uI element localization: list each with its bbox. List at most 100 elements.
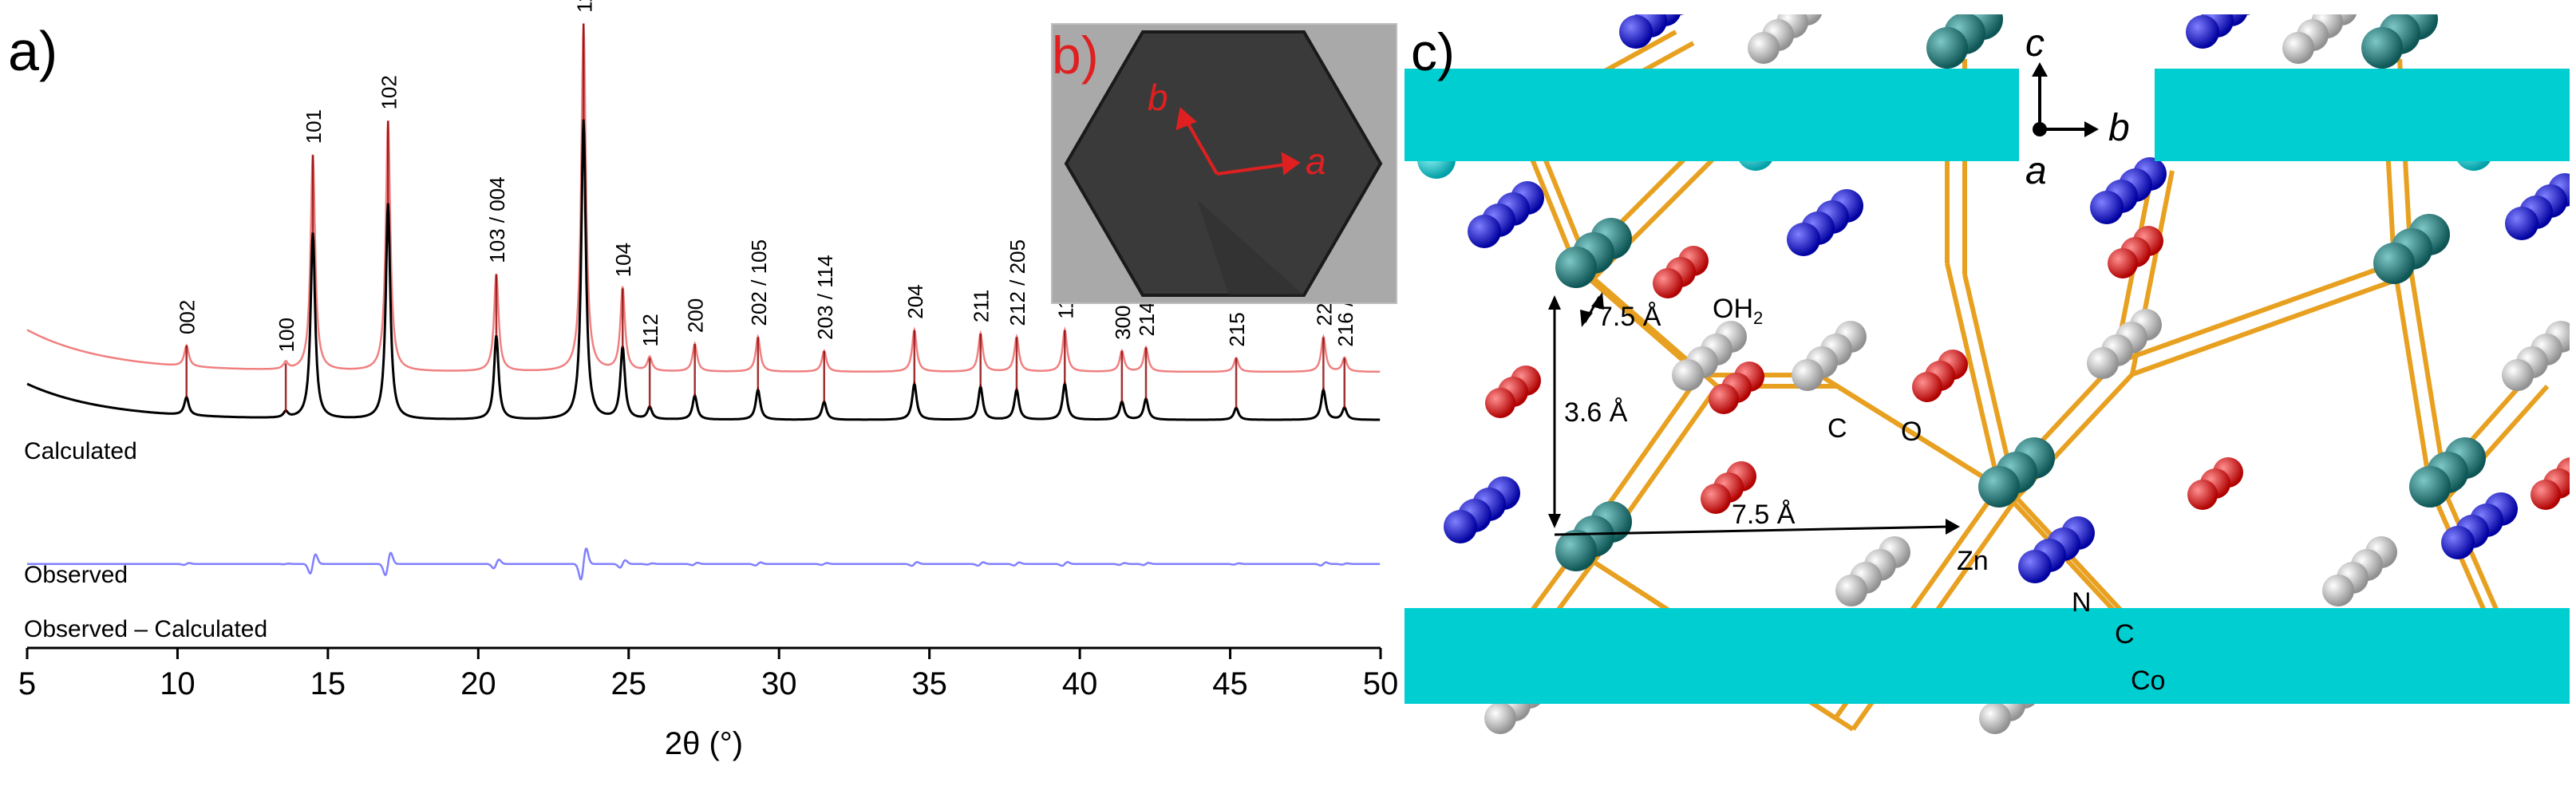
peak-label: 211	[970, 290, 994, 322]
zinc-atom	[2361, 27, 2403, 69]
peak-label: 202 / 105	[747, 239, 771, 326]
oxygen-atom	[1653, 268, 1683, 298]
oxygen-atom	[2108, 248, 2138, 278]
x-tick-label: 10	[160, 666, 196, 701]
carbon-atom	[1748, 32, 1780, 64]
carbon-atom	[1484, 702, 1516, 734]
atom-label-c1: C	[1827, 413, 1847, 444]
zinc-atom	[2373, 243, 2415, 284]
nitrogen-atom	[2018, 550, 2052, 583]
bond	[1574, 265, 1701, 377]
nitrogen-atom	[2090, 191, 2124, 224]
peak-label: 200	[684, 298, 708, 333]
panel-b-label: b)	[1052, 26, 1099, 85]
nitrogen-atom	[1468, 215, 1501, 248]
atom-label-co: Co	[2131, 666, 2165, 696]
series-label-observed: Observed	[24, 562, 128, 588]
crystal-axis-b-label: b	[1148, 77, 1168, 118]
x-tick-label: 15	[310, 666, 346, 701]
x-ticks: 5 10 15 20 25 30 35 40 45 50	[18, 648, 1398, 701]
atom-label-o: O	[1901, 417, 1922, 447]
axis-b-label: b	[2108, 107, 2130, 149]
cobalt-layer-top-right	[2155, 69, 2570, 161]
peak-label: 215	[1225, 312, 1249, 346]
panel-b: b) b a	[1051, 23, 1397, 304]
distance-label-interlayer: 3.6 Å	[1564, 397, 1628, 428]
x-tick-label: 5	[18, 666, 36, 701]
peak-label: 100	[275, 318, 298, 352]
xrd-plot	[26, 23, 1381, 581]
peak-label: 300	[1111, 306, 1135, 340]
x-axis-label: 2θ (°)	[665, 726, 743, 761]
oxygen-atom	[1709, 384, 1739, 414]
atom-label-zn: Zn	[1957, 546, 1989, 576]
peak-label: 002	[176, 300, 200, 334]
axis-c-label: c	[2025, 22, 2045, 65]
peak-label: 103 / 004	[485, 176, 509, 263]
axis-a-dot	[2033, 122, 2047, 136]
nitrogen-atom	[2505, 207, 2538, 240]
carbon-atom	[2502, 359, 2534, 391]
distance-label-zn-zn: 7.5 Å	[1598, 302, 1661, 332]
zinc-atom	[1555, 247, 1597, 288]
x-tick-label: 45	[1212, 666, 1248, 701]
nitrogen-atom	[1619, 15, 1653, 49]
cobalt-layer-bottom	[1405, 608, 2570, 704]
crystal-axes	[1175, 107, 1301, 176]
panel-a-label: a)	[8, 20, 57, 82]
carbon-atom	[1979, 702, 2011, 734]
peak-label: 102	[377, 75, 401, 109]
crystal-shading	[1197, 199, 1304, 295]
atom-label-c2: C	[2115, 619, 2135, 650]
zinc-atom	[1555, 530, 1597, 571]
bond	[1945, 263, 2001, 488]
x-tick-label: 50	[1363, 666, 1399, 701]
distance-label-zn-zn-horizontal: 7.5 Å	[1732, 500, 1796, 530]
nitrogen-atom	[2441, 526, 2475, 559]
nitrogen-atom	[2186, 15, 2219, 49]
carbon-atom	[2282, 32, 2314, 64]
nitrogen-atom	[1673, 14, 1685, 15]
panel-c-label: c)	[1411, 22, 1455, 81]
series-line-calculated	[26, 23, 1381, 373]
oxygen-atom	[2187, 480, 2218, 510]
carbon-atom	[2087, 347, 2119, 379]
carbon-atom	[1835, 575, 1867, 606]
oxygen-atom	[2531, 480, 2561, 510]
peak-label: 110	[572, 0, 596, 13]
atom-label-n: N	[2072, 587, 2092, 618]
atom-label-oh2: OH2	[1713, 294, 1763, 328]
x-tick-label: 25	[611, 666, 647, 701]
axis-a-label: a	[2025, 150, 2047, 192]
peak-label: 101	[302, 109, 326, 144]
peak-label: 203 / 114	[813, 255, 837, 340]
nitrogen-atom	[1444, 510, 1477, 543]
bond	[2113, 261, 2396, 365]
series-line-difference	[27, 547, 1381, 581]
nitrogen-atom	[2240, 14, 2251, 15]
series-line-observed	[26, 119, 1381, 421]
orientation-axes	[2038, 73, 2088, 131]
carbon-atom	[1792, 359, 1823, 391]
peak-label: 112	[638, 314, 662, 346]
series-label-calculated: Calculated	[24, 438, 137, 464]
crystal-axis-a-label: a	[1306, 140, 1326, 182]
bond	[2131, 272, 2413, 377]
oxygen-atom	[1485, 388, 1515, 418]
carbon-atom	[1672, 359, 1704, 391]
panel-c: c) c b a 7.5 Å 3.6 Å 7.5 Å OH2 C O Zn N	[1405, 14, 2570, 734]
series-labels: Calculated Observed Observed – Calculate…	[24, 438, 267, 642]
carbon-atom	[2322, 575, 2354, 606]
nitrogen-atom	[1787, 223, 1820, 256]
x-tick-label: 35	[911, 666, 947, 701]
oxygen-atom	[1701, 484, 1731, 514]
x-tick-label: 40	[1062, 666, 1098, 701]
zinc-atom	[1926, 27, 1968, 69]
zinc-atom	[2409, 466, 2451, 508]
peak-label: 212 / 205	[1006, 239, 1029, 326]
x-tick-label: 20	[460, 666, 496, 701]
x-tick-label: 30	[761, 666, 797, 701]
series-label-difference: Observed – Calculated	[24, 616, 267, 642]
